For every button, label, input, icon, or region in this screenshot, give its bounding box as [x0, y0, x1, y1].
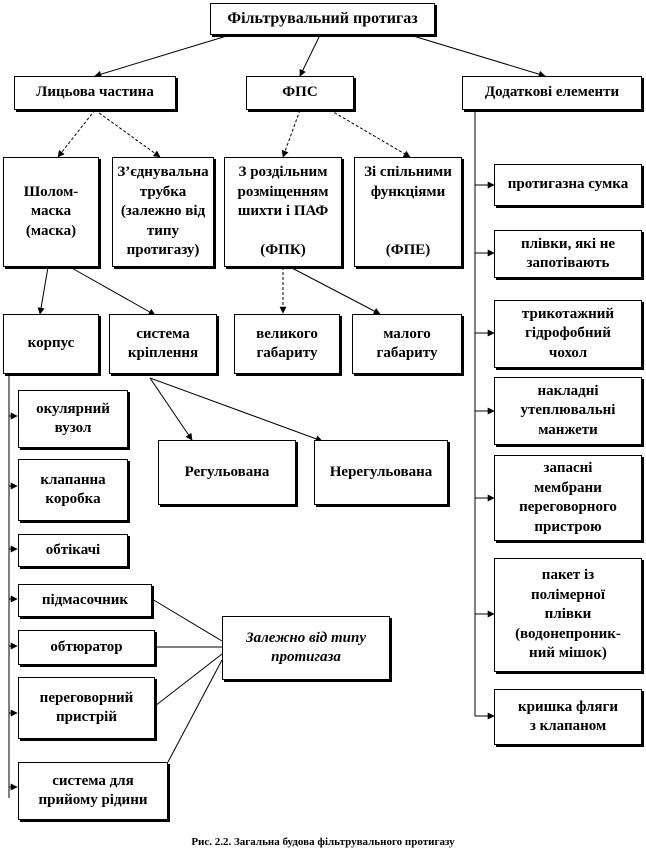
fpk-box: З роздільним розміщенням шихти і ПАФ (ФП…	[224, 157, 342, 267]
arrow-title-fps	[299, 34, 321, 77]
extra-elements-box: Додаткові елементи	[462, 76, 642, 110]
extra-item-cuffs: накладні утеплювальні манжети	[494, 377, 642, 445]
arrow-mask-fastening	[69, 266, 156, 316]
extra-item-bag-film: пакет із полімерної плівки (водонепроник…	[494, 558, 642, 672]
arrow-face-mask	[57, 109, 96, 158]
extra-item-bag: протигазна сумка	[494, 164, 642, 206]
body-item-undermask: підмасочник	[18, 584, 152, 617]
body-item-eyepiece: окулярний вузол	[18, 390, 128, 448]
title-box: Фільтрувальний протигаз	[210, 3, 435, 35]
note-line-3	[154, 653, 223, 707]
adjustable-box: Регульована	[158, 440, 296, 505]
helmet-mask-box: Шолом- маска (маска)	[3, 157, 99, 267]
arrow-fps-separate	[281, 109, 301, 158]
arrow-title-face	[94, 34, 231, 78]
extra-item-flask-lid: кришка фляги з клапаном	[494, 689, 642, 745]
extra-item-cover: трикотажний гідрофобний чохол	[494, 300, 642, 368]
arrow-title-extra	[409, 34, 546, 78]
extra-item-films: плівки, які не запотівають	[494, 230, 642, 278]
non-adjustable-box: Нерегульована	[314, 440, 448, 505]
small-size-box: малого габариту	[352, 314, 462, 374]
connecting-tube-box: З’єднувальна трубка (залежно від типу пр…	[112, 157, 214, 267]
large-size-box: великого габариту	[234, 314, 340, 374]
arrow-face-tube	[94, 109, 161, 158]
arrow-fps-common	[329, 109, 411, 158]
arrow-mask-body	[37, 266, 49, 315]
body-item-speech-device: переговорний пристрій	[18, 677, 155, 739]
fastening-system-box: система кріплення	[109, 314, 217, 374]
extra-item-membranes: запасні мембрани переговорного пристрою	[494, 455, 642, 541]
note-line-1	[151, 598, 223, 642]
body-box: корпус	[3, 314, 99, 374]
body-item-valve-box: клапанна коробка	[18, 459, 128, 521]
arrow-fastening-adjustable	[149, 377, 193, 441]
fps-box: ФПС	[246, 76, 354, 110]
body-item-drinking-system: система для прийому рідини	[18, 762, 168, 820]
arrow-fastening-nonadjustable	[149, 377, 323, 443]
note-box: Залежно від типу протигаза	[222, 616, 390, 680]
figure-caption: Рис. 2.2. Загальна будова фільтрувальног…	[191, 836, 455, 848]
body-item-fairings: обтікачі	[18, 534, 128, 567]
fpe-box: Зі спільними функціями (ФПЕ)	[354, 157, 462, 267]
face-part-box: Лицьова частина	[14, 76, 176, 110]
arrow-fpk-small	[289, 266, 381, 315]
note-line-4	[167, 659, 223, 763]
body-item-obturator: обтюратор	[18, 630, 155, 665]
